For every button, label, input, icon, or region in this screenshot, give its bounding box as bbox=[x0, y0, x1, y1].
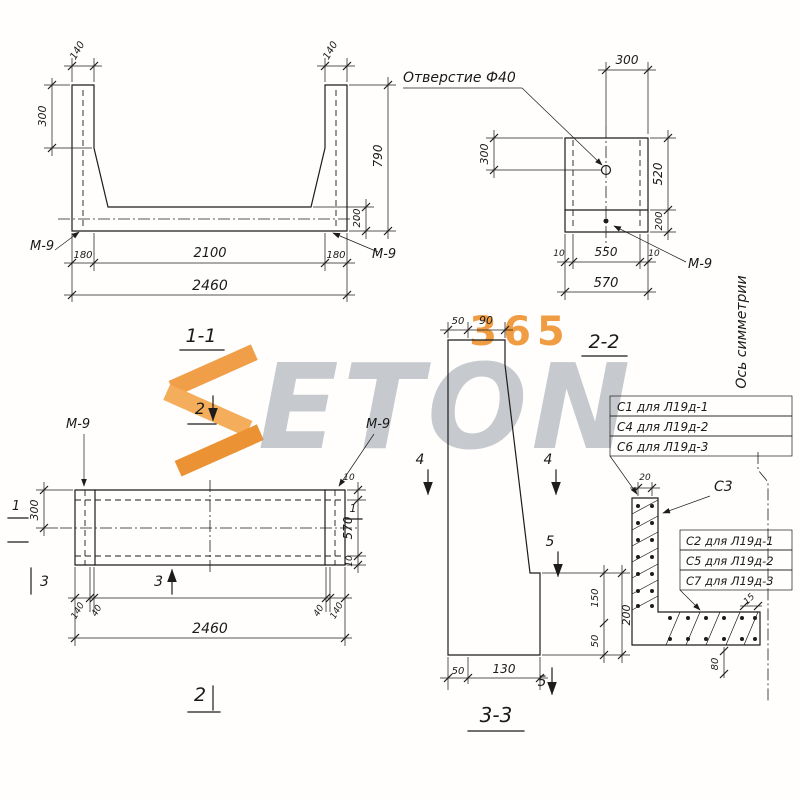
section-2-2-profile bbox=[564, 137, 649, 233]
m9-label-left: М-9 bbox=[30, 239, 54, 254]
plan-dim-lines bbox=[36, 482, 366, 646]
watermark-number: 365 bbox=[469, 309, 571, 355]
dim-550: 550 bbox=[595, 245, 618, 259]
dim-300: 300 bbox=[28, 500, 41, 521]
cut-marker-3-left: 3 bbox=[40, 574, 49, 590]
plan-view: М-9 М-9 1 1 3 3 300 10 bbox=[7, 417, 390, 713]
watermark: 365 ETON bbox=[163, 309, 634, 477]
rebar-callout-group-top: С1 для Л19д-1 С4 для Л19д-2 С6 для Л19д-… bbox=[609, 395, 793, 495]
dim-90-top: 90 bbox=[479, 314, 493, 327]
watermark-logo-icon bbox=[163, 344, 264, 477]
hole-callout: Отверстие Ф40 bbox=[403, 70, 516, 86]
m9-label-left: М-9 bbox=[66, 417, 90, 432]
dim-570: 570 bbox=[341, 516, 355, 539]
dim-200: 200 bbox=[620, 605, 633, 626]
dim-40-right: 40 bbox=[312, 603, 327, 618]
dim-80: 80 bbox=[710, 658, 721, 671]
dim-300-left: 300 bbox=[478, 144, 491, 165]
dim-790: 790 bbox=[371, 144, 385, 167]
plan-title: 2 bbox=[194, 684, 206, 706]
section-3-3-dim-lines bbox=[440, 322, 630, 690]
callout-c6: С6 для Л19д-3 bbox=[617, 440, 708, 454]
rebar-callout-group-bottom: С2 для Л19д-1 С5 для Л19д-2 С7 для Л19д-… bbox=[679, 529, 793, 611]
section-2-2-title: 2-2 bbox=[588, 331, 619, 353]
rebar-detail: 20 15 80 С3 С1 для Л19д-1 С4 для Л19д-2 … bbox=[609, 395, 793, 679]
dim-10-left: 10 bbox=[553, 249, 565, 259]
dim-140-right: 140 bbox=[321, 40, 340, 62]
dim-300: 300 bbox=[36, 106, 49, 127]
rebar-cage-outline bbox=[631, 497, 761, 646]
dim-40-left: 40 bbox=[90, 603, 105, 618]
cut-marker-4-right: 4 bbox=[544, 452, 553, 468]
cut-marker-1-left: 1 bbox=[12, 499, 20, 514]
cut-marker-3-mid: 3 bbox=[154, 574, 163, 590]
m9-label-right: М-9 bbox=[366, 417, 390, 432]
dim-50-right: 50 bbox=[590, 635, 601, 648]
dim-20: 20 bbox=[639, 473, 651, 483]
view-marker-2: 2 bbox=[195, 399, 205, 418]
dim-10-right: 10 bbox=[648, 249, 660, 259]
cut-marker-5-lower: 5 bbox=[538, 674, 547, 690]
rebar-dots bbox=[636, 504, 757, 641]
section-3-3-title: 3-3 bbox=[480, 703, 513, 727]
section-1-1-dim-lines bbox=[44, 58, 396, 302]
m9-label-right: М-9 bbox=[372, 247, 396, 262]
section-3-3-view: 50 90 150 50 200 50 130 4 4 5 5 3-3 bbox=[416, 314, 633, 732]
dim-150: 150 bbox=[590, 588, 601, 607]
callout-c7: С7 для Л19д-3 bbox=[686, 574, 774, 588]
section-1-1-title: 1-1 bbox=[185, 325, 216, 347]
m9-label: М-9 bbox=[688, 257, 712, 272]
dim-180-right: 180 bbox=[326, 250, 345, 261]
axis-label: Ось симметрии bbox=[734, 275, 750, 388]
dim-520: 520 bbox=[651, 162, 665, 185]
section-1-1-view: 140 140 300 790 200 180 2100 180 2460 М-… bbox=[30, 40, 396, 425]
dim-140-left: 140 bbox=[70, 601, 87, 621]
cut-marker-4-left: 4 bbox=[416, 452, 425, 468]
dim-2460: 2460 bbox=[192, 278, 228, 294]
callout-c4: С4 для Л19д-2 bbox=[617, 420, 708, 434]
callout-c5: С5 для Л19д-2 bbox=[686, 554, 774, 568]
hole-f40 bbox=[600, 164, 612, 176]
c3-label: С3 bbox=[714, 479, 733, 495]
dim-200: 200 bbox=[352, 208, 363, 227]
section-2-2-dim-lines bbox=[486, 62, 676, 300]
dim-130: 130 bbox=[493, 662, 516, 676]
cut-marker-5-upper: 5 bbox=[546, 534, 555, 550]
plan-outline bbox=[74, 489, 346, 566]
cut-marker-1-right: 1 bbox=[350, 502, 357, 515]
dim-180-left: 180 bbox=[73, 250, 92, 261]
dim-2100: 2100 bbox=[193, 246, 226, 261]
section-3-3-profile bbox=[447, 339, 541, 656]
dim-570: 570 bbox=[594, 276, 619, 291]
dim-200: 200 bbox=[654, 211, 665, 230]
dim-50-top: 50 bbox=[452, 316, 465, 327]
section-2-2-view: Отверстие Ф40 300 300 520 200 10 550 10 … bbox=[403, 53, 712, 357]
dim-10-top: 10 bbox=[343, 473, 355, 483]
dim-2460: 2460 bbox=[192, 621, 228, 637]
axis-of-symmetry: Ось симметрии bbox=[734, 275, 769, 702]
watermark-brand: ETON bbox=[258, 338, 634, 476]
dim-50-bottom: 50 bbox=[452, 666, 465, 677]
dim-140-left: 140 bbox=[68, 40, 87, 62]
callout-c2: С2 для Л19д-1 bbox=[686, 534, 774, 548]
section-1-1-profile bbox=[71, 84, 348, 232]
dim-10-bottom: 10 bbox=[345, 555, 355, 567]
callout-c1: С1 для Л19д-1 bbox=[617, 400, 708, 414]
dim-300-top: 300 bbox=[616, 53, 639, 67]
dim-140-right: 140 bbox=[329, 601, 346, 621]
